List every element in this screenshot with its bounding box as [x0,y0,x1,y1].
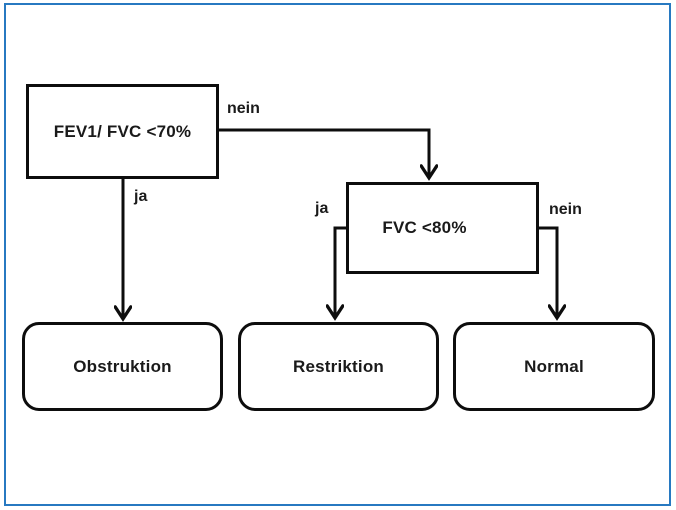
edge-ja-to-restriktion-arrow [335,226,348,317]
decision-node-fvc: FVC <80% [346,182,539,274]
node-label-restriktion: Restriktion [293,356,384,376]
edge-label-ja-left: ja [134,188,148,205]
result-node-normal: Normal [453,322,655,411]
decision-node-fev1-fvc: FEV1/ FVC <70% [26,84,219,179]
edge-nein-to-fvc-arrow [216,128,429,177]
result-node-restriktion: Restriktion [238,322,439,411]
node-label-fev1-fvc: FEV1/ FVC <70% [53,121,192,141]
edge-nein-to-normal-arrow [538,226,557,317]
edge-label-nein-right: nein [549,201,582,218]
node-label-fvc: FVC <80% [382,218,467,237]
edge-label-ja-mid: ja [315,200,329,217]
node-label-obstruktion: Obstruktion [73,356,172,376]
edge-label-nein-top: nein [227,100,260,117]
result-node-obstruktion: Obstruktion [22,322,223,411]
node-label-normal: Normal [524,356,584,376]
